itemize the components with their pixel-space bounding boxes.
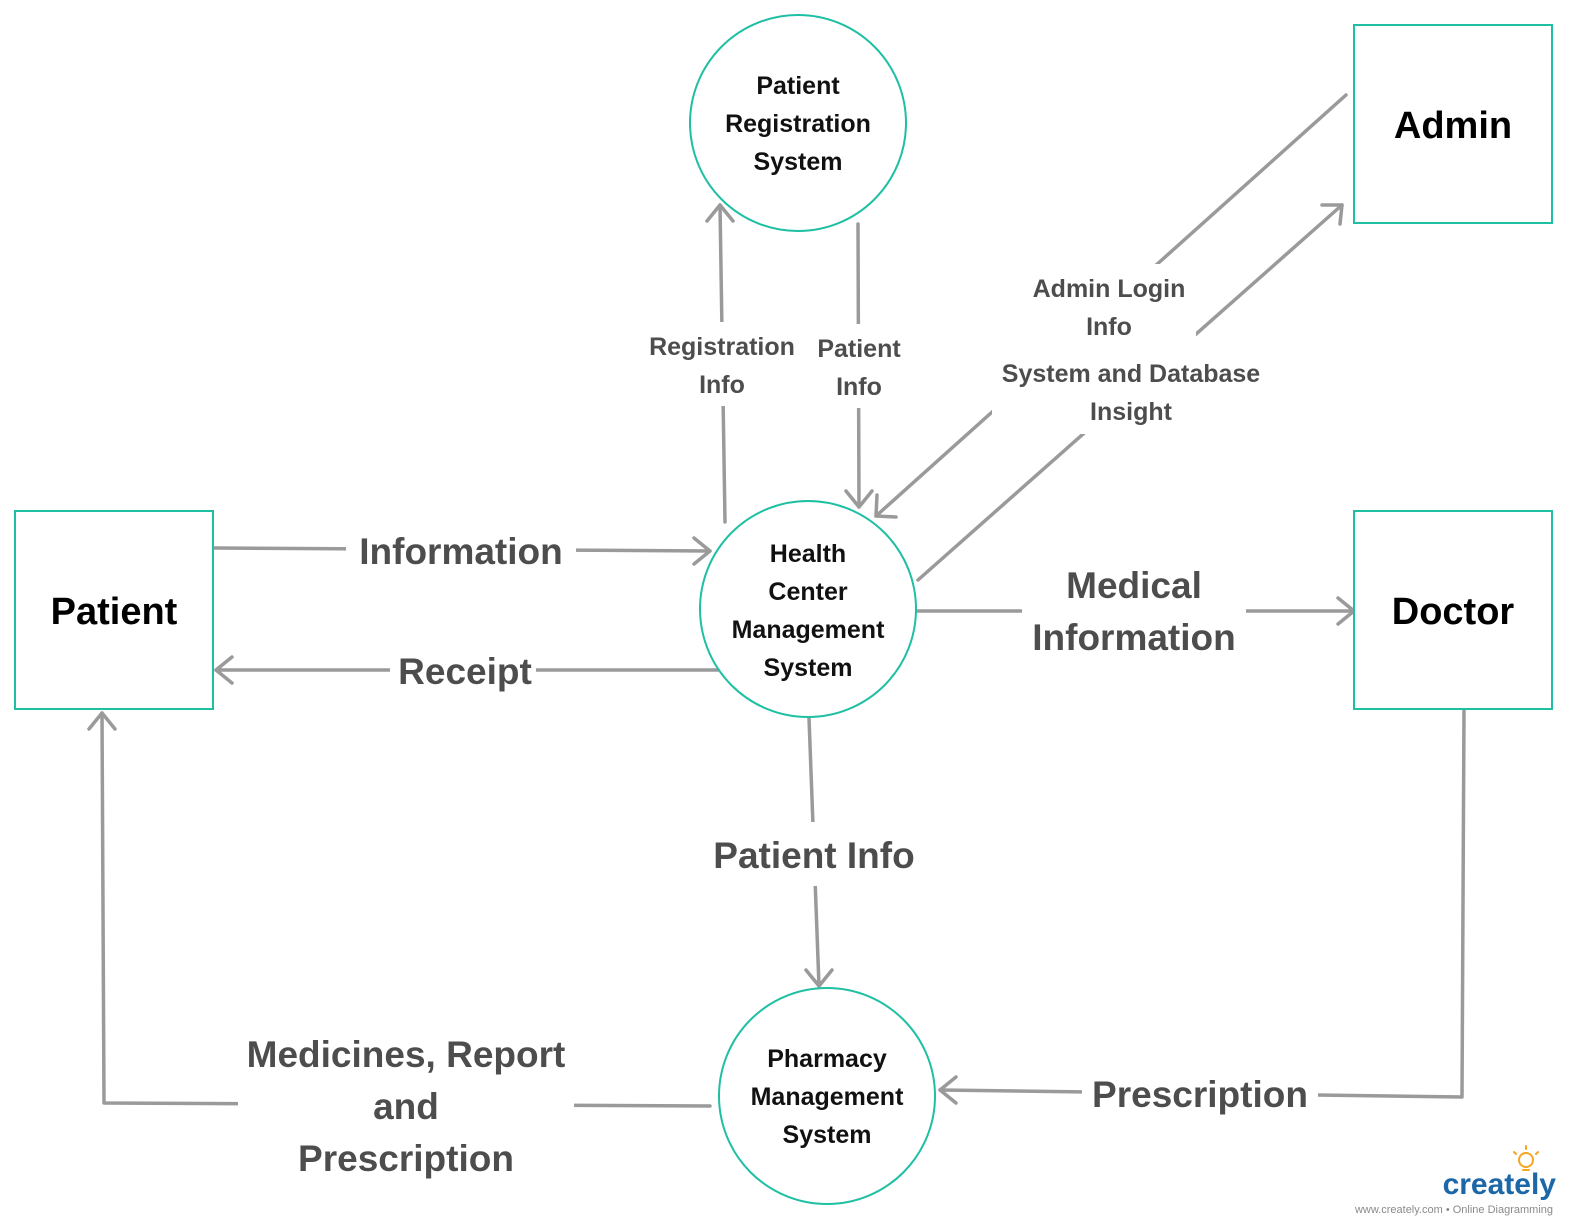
arrowhead-system-db-insight (1320, 203, 1344, 226)
lightbulb-icon (1513, 1145, 1539, 1171)
entity-patient[interactable]: Patient (14, 510, 214, 710)
arrowhead-admin-login-info (874, 493, 898, 519)
label-backings (238, 264, 1318, 1186)
flow-label-system-db-line-1: System and Database (1002, 360, 1261, 388)
entity-doctor-label: Doctor (1392, 591, 1515, 633)
flow-label-medicines-line-2: and (373, 1086, 439, 1127)
process-pharmacy-line-1: Pharmacy (767, 1045, 887, 1073)
process-registration-line-3: System (754, 148, 843, 176)
creately-tagline: www.creately.com • Online Diagramming (1354, 1204, 1553, 1216)
flow-label-admin-login-line-1: Admin Login (1033, 275, 1186, 303)
arrowhead-patient-info-up (844, 489, 874, 509)
process-registration-line-1: Patient (756, 72, 840, 100)
arrowhead-information (692, 536, 712, 566)
flow-label-medicines-line-3: Prescription (298, 1138, 514, 1179)
flow-label-patient-info-up-line-1: Patient (817, 335, 901, 363)
arrowhead-receipt (214, 655, 234, 685)
arrowhead-prescription (938, 1075, 958, 1105)
entity-admin-label: Admin (1394, 105, 1512, 147)
flow-label-information: Information (359, 531, 562, 572)
flow-label-medical-information-line-2: Information (1032, 617, 1235, 658)
flow-label-medicines-line-1: Medicines, Report (247, 1034, 566, 1075)
flow-labels: Information Receipt Medical Information … (247, 275, 1308, 1179)
entity-patient-label: Patient (51, 591, 178, 633)
process-registration-line-2: Registration (725, 110, 871, 138)
arrowhead-registration-info (705, 203, 735, 223)
entity-doctor[interactable]: Doctor (1353, 510, 1553, 710)
process-health-center-line-2: Center (768, 578, 847, 606)
flow-label-registration-info-line-2: Info (699, 371, 745, 399)
arrowhead-patient-info (804, 968, 834, 988)
process-pharmacy-line-3: System (783, 1121, 872, 1149)
process-pharmacy[interactable]: Pharmacy Management System (718, 987, 936, 1205)
flow-label-medical-information-line-1: Medical (1066, 565, 1202, 606)
process-patient-registration[interactable]: Patient Registration System (689, 14, 907, 232)
creately-logo-text: creately (1443, 1168, 1557, 1201)
entity-admin[interactable]: Admin (1353, 24, 1553, 224)
process-health-center-line-3: Management (732, 616, 885, 644)
flow-label-receipt: Receipt (398, 651, 532, 692)
process-health-center-line-1: Health (770, 540, 846, 568)
flow-label-prescription: Prescription (1092, 1074, 1308, 1115)
arrowhead-medicines-report (87, 711, 117, 731)
flow-label-system-db-line-2: Insight (1090, 398, 1173, 426)
flow-label-patient-info: Patient Info (713, 835, 914, 876)
creately-logo[interactable]: creately www.creately.com • Online Diagr… (1354, 1145, 1557, 1216)
process-health-center-line-4: System (764, 654, 853, 682)
edge-prescription[interactable] (938, 708, 1466, 1099)
flow-label-admin-login-line-2: Info (1086, 313, 1132, 341)
process-health-center[interactable]: Health Center Management System (699, 500, 917, 718)
process-pharmacy-line-2: Management (751, 1083, 904, 1111)
flow-label-registration-info-line-1: Registration (649, 333, 795, 361)
flow-label-patient-info-up-line-2: Info (836, 373, 882, 401)
